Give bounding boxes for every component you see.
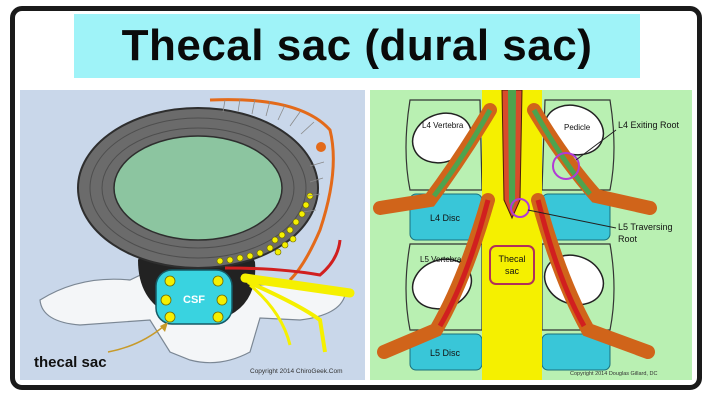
- nerve-root-branch: [247, 280, 327, 353]
- nucleus-pulposus: [113, 135, 283, 241]
- csf-label: CSF: [183, 294, 205, 306]
- l4-exiting-roots: [373, 103, 657, 215]
- posterior-spine-illustration: L4 Vertebra Pedicle L4 Exiting Root L4 D…: [370, 90, 692, 380]
- thecal-sac-shape: [155, 269, 233, 325]
- page-title: Thecal sac (dural sac): [121, 21, 593, 70]
- l5-vertebra-label: L5 Vertebra: [420, 255, 462, 264]
- central-nerve-core: [508, 90, 516, 210]
- l5-traversing-roots: [377, 193, 655, 359]
- nerve-root-branch: [249, 283, 292, 346]
- nerve-fiber-cluster: [216, 192, 314, 265]
- thecal-sac-label: thecal sac: [34, 354, 107, 371]
- l4-disc-label: L4 Disc: [430, 213, 461, 223]
- pedicle-label: Pedicle: [564, 123, 591, 132]
- thecal-sac-callout-box: [489, 245, 535, 285]
- l5-traversing-root-label: L5 Traversing: [618, 222, 673, 232]
- thecal-sac-label-line2: sac: [505, 266, 520, 276]
- l5-disc-label: L5 Disc: [430, 348, 461, 358]
- nerve-root: [240, 273, 355, 298]
- l4-exiting-root-label: L4 Exiting Root: [618, 120, 680, 130]
- thecal-sac-arrow: [107, 325, 165, 353]
- exiting-root-pointer: [575, 129, 617, 161]
- nerve-branches: [222, 98, 325, 213]
- axial-spine-illustration: CSF thecal sac Copyright 2014 ChiroGeek.…: [20, 90, 365, 380]
- arrow-head: [160, 322, 168, 332]
- l4-vertebra-label: L4 Vertebra: [422, 121, 464, 130]
- traversing-root-highlight: [510, 198, 530, 218]
- nerve-ganglion: [316, 142, 326, 152]
- cauda-equina-roots: [160, 275, 228, 323]
- l5-traversing-root-label-line2: Root: [618, 234, 638, 244]
- left-copyright: Copyright 2014 ChiroGeek.Com: [250, 368, 343, 375]
- right-copyright: Copyright 2014 Douglas Gillard, DC: [570, 371, 657, 377]
- annulus-ring: [101, 127, 295, 249]
- sinuvertebral-nerve: [209, 98, 335, 282]
- annulus-ring: [89, 117, 307, 259]
- title-banner: Thecal sac (dural sac): [74, 14, 640, 78]
- radicular-artery: [224, 239, 342, 277]
- traversing-root-pointer: [527, 209, 617, 229]
- thecal-sac-label-line1: Thecal: [498, 254, 525, 264]
- exiting-root-highlight: [552, 152, 580, 180]
